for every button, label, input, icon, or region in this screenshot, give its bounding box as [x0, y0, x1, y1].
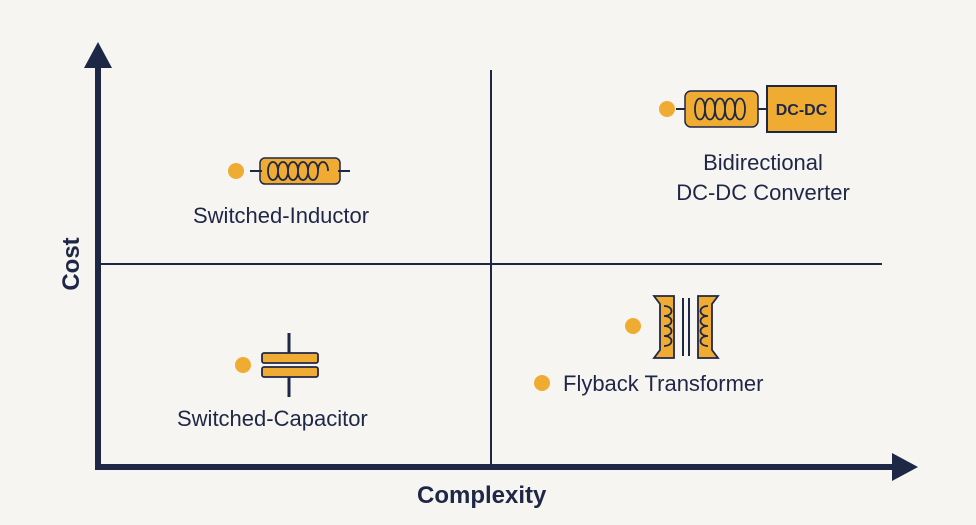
bidirectional-marker: DC-DC [659, 85, 837, 133]
quadrant-label-switched-inductor: Switched-Inductor [193, 203, 370, 228]
axes [84, 42, 918, 481]
bullet-dot [625, 318, 641, 334]
y-axis-label: Cost [58, 237, 85, 291]
bullet-dot [659, 101, 675, 117]
inductor-icon [250, 157, 350, 185]
y-axis-arrowhead [84, 42, 112, 68]
bullet-dot [534, 375, 550, 391]
quadrant-label-switched-capacitor: Switched-Capacitor [177, 406, 368, 431]
bullet-dot [228, 163, 244, 179]
capacitor-icon [261, 333, 319, 397]
quadrant-label-flyback-transformer: Flyback Transformer [563, 371, 764, 396]
x-axis-arrowhead [892, 453, 918, 481]
dc-dc-box [766, 85, 837, 133]
inductor-dcdc-icon: DC-DC [676, 85, 837, 133]
switched-inductor-marker [228, 157, 350, 185]
transformer-icon [652, 295, 720, 359]
flyback-transformer-marker [534, 295, 720, 391]
dc-dc-box-text: DC-DC [776, 102, 828, 119]
bullet-dot [235, 357, 251, 373]
x-axis-label: Complexity [417, 482, 547, 509]
quadrant-label-bidirectional-line1: Bidirectional [703, 150, 823, 175]
switched-capacitor-marker [235, 333, 319, 397]
quadrant-label-bidirectional-line2: DC-DC Converter [676, 180, 850, 205]
